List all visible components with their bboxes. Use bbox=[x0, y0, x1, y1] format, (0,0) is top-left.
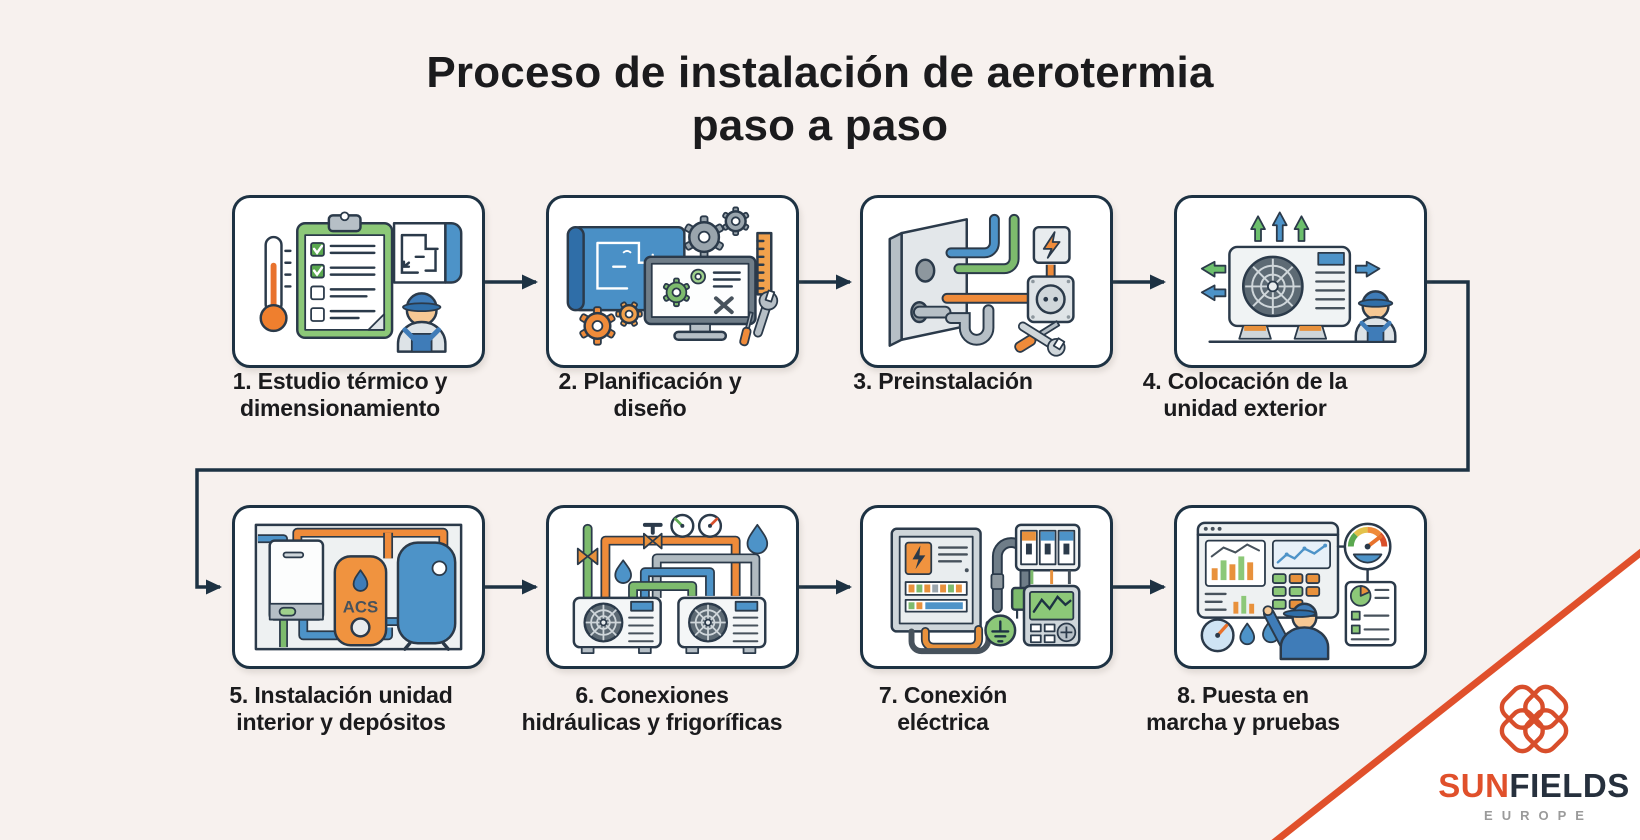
multimeter-icon bbox=[1022, 584, 1081, 647]
step-label-3: 3. Preinstalación bbox=[853, 368, 1033, 394]
condenser-unit-2-icon bbox=[677, 596, 767, 655]
acs-label: ACS bbox=[343, 598, 378, 617]
report-card-icon bbox=[1344, 580, 1397, 647]
logo-wordmark: SUNFIELDS bbox=[1428, 767, 1640, 805]
acs-tank-icon: ACS bbox=[333, 555, 388, 647]
gear-icon-gray-large bbox=[684, 215, 724, 259]
logo-subtitle: EUROPE bbox=[1484, 808, 1593, 823]
step-card-5: ACS bbox=[232, 505, 485, 669]
blueprint-icon bbox=[392, 222, 463, 284]
water-drop-icon bbox=[614, 523, 769, 584]
step-card-3 bbox=[860, 195, 1113, 368]
refrigerant-pipes-icon bbox=[582, 523, 761, 601]
wrench-icon bbox=[753, 289, 779, 338]
step-card-7 bbox=[860, 505, 1113, 669]
step-card-4 bbox=[1174, 195, 1427, 368]
pipes-icon bbox=[910, 213, 1056, 346]
indoor-unit-tanks-illustration: ACS bbox=[254, 523, 463, 651]
logo-text-fields: FIELDS bbox=[1509, 767, 1630, 804]
gear-icon-gray-small bbox=[722, 206, 750, 236]
technician-icon bbox=[1354, 290, 1397, 343]
gear-icon-orange-small bbox=[615, 301, 643, 327]
dashboard-icon bbox=[1196, 521, 1340, 619]
step-card-2 bbox=[546, 195, 799, 368]
indoor-unit-icon bbox=[268, 539, 325, 621]
sunfields-logo-mark-icon bbox=[1499, 684, 1569, 754]
heat-pump-unit-icon bbox=[1228, 245, 1352, 340]
valve-2-icon bbox=[642, 522, 663, 550]
wall-icon bbox=[888, 218, 968, 347]
screwdriver-icon bbox=[739, 311, 754, 347]
monitor-icon bbox=[643, 255, 757, 341]
gear-icon-orange-large bbox=[579, 306, 616, 346]
sunfields-logo: SUNFIELDS EUROPE bbox=[1428, 678, 1640, 823]
ground-symbol-icon bbox=[984, 614, 1017, 647]
pre-installation-illustration bbox=[888, 213, 1075, 357]
step-card-6 bbox=[546, 505, 799, 669]
clipboard-icon bbox=[296, 211, 394, 340]
small-gauge-icon bbox=[1200, 618, 1235, 653]
page-title-line2: paso a paso bbox=[691, 101, 949, 150]
pressure-gauge-icon bbox=[670, 513, 723, 538]
hydraulic-connections-illustration bbox=[572, 513, 769, 655]
electrical-connection-illustration bbox=[890, 523, 1081, 655]
tools-icon bbox=[1014, 320, 1066, 357]
electrical-cabinet-icon bbox=[890, 527, 982, 633]
valve-icon bbox=[576, 522, 663, 566]
gauge-icon bbox=[1336, 522, 1392, 584]
electric-box-icon bbox=[1032, 225, 1071, 264]
thermal-study-illustration bbox=[259, 211, 463, 353]
condenser-unit-1-icon bbox=[572, 596, 662, 655]
thermometer-icon bbox=[259, 235, 292, 333]
page-title-line1: Proceso de instalación de aerotermia bbox=[426, 48, 1214, 97]
power-socket-icon bbox=[1026, 275, 1075, 324]
logo-text-sun: SUN bbox=[1438, 767, 1510, 804]
technician-icon bbox=[396, 292, 447, 353]
outdoor-unit-illustration bbox=[1200, 211, 1397, 343]
page-title: Proceso de instalación de aerotermia pas… bbox=[0, 46, 1640, 152]
commissioning-illustration bbox=[1196, 521, 1397, 661]
step-card-8 bbox=[1174, 505, 1427, 669]
step-card-1 bbox=[232, 195, 485, 368]
planning-design-illustration bbox=[566, 206, 779, 347]
buffer-tank-icon bbox=[396, 541, 457, 651]
airflow-arrows-icon bbox=[1200, 211, 1381, 302]
ruler-icon bbox=[756, 231, 773, 296]
breaker-panel-icon bbox=[1014, 523, 1081, 585]
